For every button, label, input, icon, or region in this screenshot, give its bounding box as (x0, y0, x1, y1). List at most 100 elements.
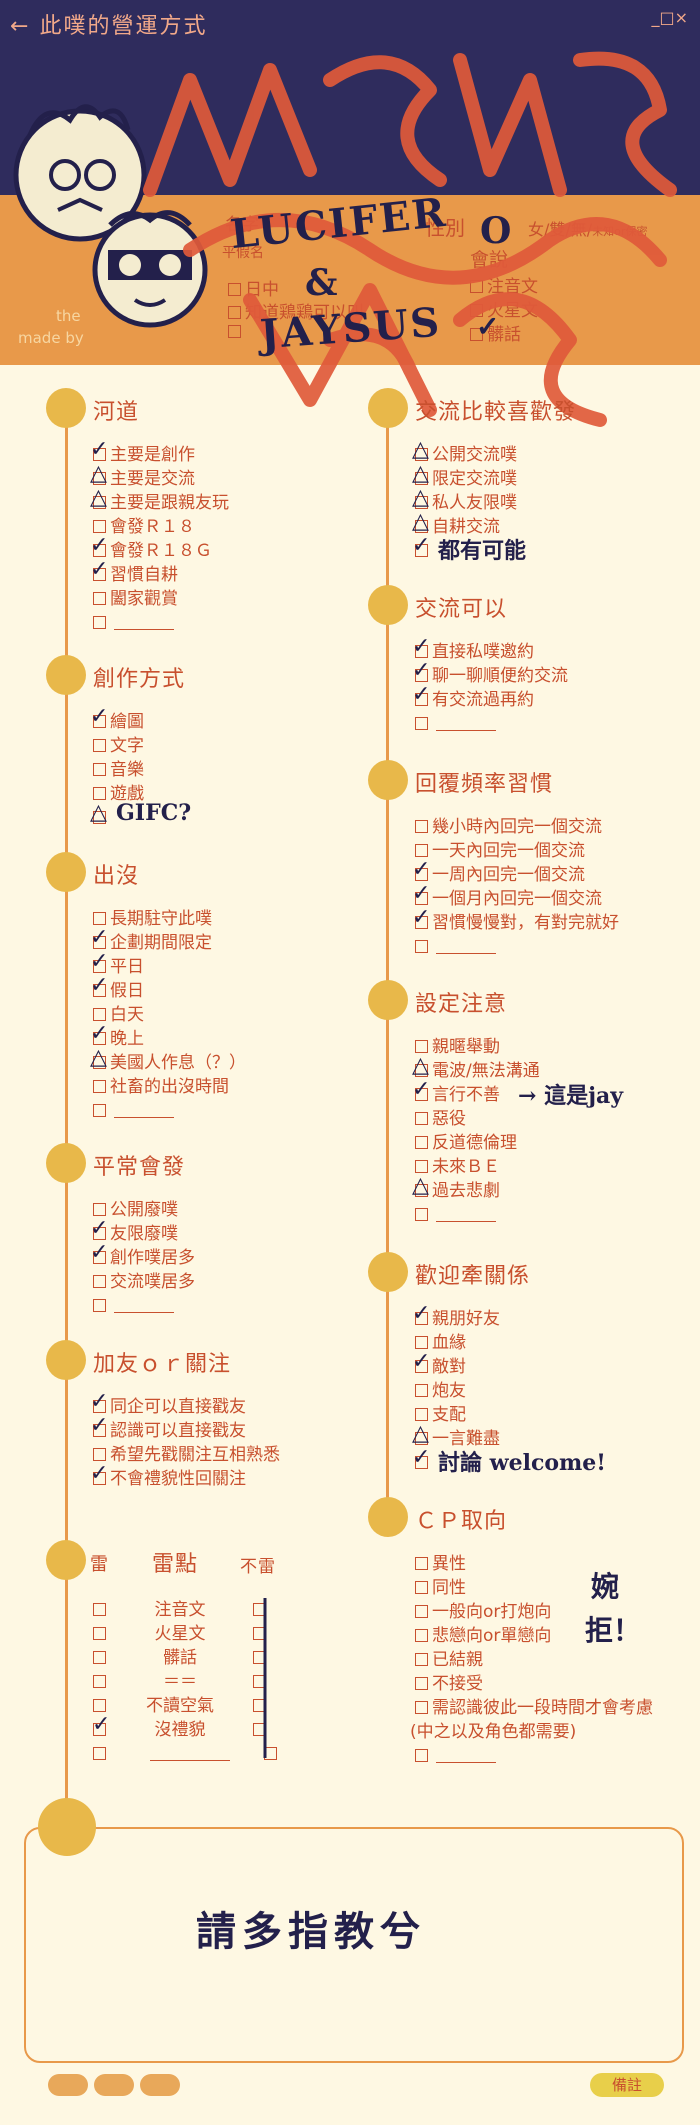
blank-checkbox-item[interactable] (93, 1099, 174, 1123)
blank-checkbox-item[interactable] (415, 935, 496, 959)
checkbox-icon[interactable] (93, 1104, 106, 1117)
thunder-checkbox[interactable] (93, 1598, 110, 1622)
right-checkbox-item[interactable]: 公開交流噗 (415, 443, 517, 467)
blank-line[interactable] (436, 730, 496, 731)
right-checkbox-item[interactable]: 私人友限噗 (415, 491, 517, 515)
left-checkbox-item[interactable]: 長期駐守此噗 (93, 907, 212, 931)
checkbox-icon[interactable] (415, 1749, 428, 1762)
checkbox-icon[interactable] (415, 1629, 428, 1642)
checkbox-icon[interactable] (93, 739, 106, 752)
left-checkbox-item[interactable]: 社畜的出沒時間 (93, 1075, 229, 1099)
checkbox-icon[interactable] (415, 868, 428, 881)
left-checkbox-item[interactable]: 白天 (93, 1003, 144, 1027)
left-checkbox-item[interactable]: 闔家觀賞 (93, 587, 178, 611)
right-checkbox-item[interactable]: 一天內回完一個交流 (415, 839, 585, 863)
page-pill-3[interactable] (140, 2074, 180, 2096)
checkbox-icon[interactable] (415, 916, 428, 929)
checkbox-icon[interactable] (93, 616, 106, 629)
checkbox-icon[interactable] (415, 844, 428, 857)
right-checkbox-item[interactable]: 一周內回完一個交流 (415, 863, 585, 887)
blank-checkbox-item[interactable] (93, 1294, 174, 1318)
checkbox-icon[interactable] (415, 1653, 428, 1666)
right-checkbox-item[interactable]: 自耕交流 (415, 515, 500, 539)
right-checkbox-item[interactable]: 限定交流噗 (415, 467, 517, 491)
other-checkbox-item[interactable] (415, 1451, 432, 1475)
checkbox-icon[interactable] (93, 1251, 106, 1264)
checkbox-icon[interactable] (415, 892, 428, 905)
blank-line[interactable] (114, 1312, 174, 1313)
checkbox-icon[interactable] (415, 1360, 428, 1373)
checkbox-icon[interactable] (415, 1088, 428, 1101)
checkbox-icon[interactable] (415, 1312, 428, 1325)
checkbox-icon[interactable] (415, 472, 428, 485)
other-checkbox-item[interactable] (93, 806, 110, 830)
checkbox-icon[interactable] (415, 520, 428, 533)
checkbox-icon[interactable] (415, 1160, 428, 1173)
checkbox-icon[interactable] (93, 1424, 106, 1437)
blank-checkbox-item[interactable] (415, 1744, 496, 1768)
right-checkbox-item[interactable]: 未來ＢＥ (415, 1155, 500, 1179)
checkbox-icon[interactable] (415, 693, 428, 706)
left-checkbox-item[interactable]: 主要是創作 (93, 443, 195, 467)
checkbox-icon[interactable] (415, 940, 428, 953)
thunder-checkbox[interactable] (93, 1670, 110, 1694)
checkbox-icon[interactable] (93, 544, 106, 557)
checkbox-icon[interactable] (93, 496, 106, 509)
checkbox-icon[interactable] (415, 448, 428, 461)
left-checkbox-item[interactable]: 主要是跟親友玩 (93, 491, 229, 515)
blank-line[interactable] (436, 953, 496, 954)
right-checkbox-item[interactable]: 不接受 (415, 1672, 483, 1696)
checkbox-icon[interactable] (93, 1448, 106, 1461)
right-checkbox-item[interactable]: 一個月內回完一個交流 (415, 887, 602, 911)
checkbox-icon[interactable] (415, 1408, 428, 1421)
checkbox-icon[interactable] (415, 1605, 428, 1618)
left-checkbox-item[interactable]: 平日 (93, 955, 144, 979)
thunder-blank-row[interactable] (93, 1742, 281, 1766)
checkbox-icon[interactable] (93, 1032, 106, 1045)
page-pill-1[interactable] (48, 2074, 88, 2096)
checkbox-icon[interactable] (93, 472, 106, 485)
checkbox-icon[interactable] (415, 1208, 428, 1221)
checkbox-icon[interactable] (93, 960, 106, 973)
right-checkbox-item[interactable]: 異性 (415, 1552, 466, 1576)
left-checkbox-item[interactable]: 企劃期間限定 (93, 931, 212, 955)
left-checkbox-item[interactable]: 繪圖 (93, 710, 144, 734)
thunder-checkbox[interactable] (93, 1622, 110, 1646)
note-button[interactable]: 備註 (590, 2073, 664, 2097)
checkbox-icon[interactable] (93, 763, 106, 776)
left-checkbox-item[interactable]: 會發Ｒ１８Ｇ (93, 539, 212, 563)
blank-line[interactable] (114, 629, 174, 630)
right-checkbox-item[interactable]: 已結親 (415, 1648, 483, 1672)
checkbox-icon[interactable] (415, 496, 428, 509)
checkbox-icon[interactable] (93, 1008, 106, 1021)
checkbox-icon[interactable] (93, 1472, 106, 1485)
checkbox-icon[interactable] (415, 669, 428, 682)
thunder-checkbox[interactable] (93, 1694, 110, 1718)
checkbox-icon[interactable] (415, 820, 428, 833)
checkbox-icon[interactable] (93, 1227, 106, 1240)
checkbox-icon[interactable] (93, 984, 106, 997)
right-checkbox-item[interactable]: 一般向or打炮向 (415, 1600, 551, 1624)
checkbox-icon[interactable] (93, 1275, 106, 1288)
right-checkbox-item[interactable]: 一言難盡 (415, 1427, 500, 1451)
left-checkbox-item[interactable]: 同企可以直接戳友 (93, 1395, 246, 1419)
checkbox-icon[interactable] (93, 1203, 106, 1216)
left-checkbox-item[interactable]: 會發Ｒ１８ (93, 515, 195, 539)
blank-line[interactable] (436, 1221, 496, 1222)
blank-line[interactable] (436, 1762, 496, 1763)
left-checkbox-item[interactable]: 美國人作息（？） (93, 1051, 246, 1075)
window-controls[interactable]: _□× (651, 8, 688, 27)
checkbox-icon[interactable] (415, 1184, 428, 1197)
left-checkbox-item[interactable]: 認識可以直接戳友 (93, 1419, 246, 1443)
checkbox-icon[interactable] (415, 1432, 428, 1445)
left-checkbox-item[interactable]: 主要是交流 (93, 467, 195, 491)
checkbox-icon[interactable] (415, 1581, 428, 1594)
checkbox-icon[interactable] (93, 787, 106, 800)
blank-checkbox-item[interactable] (415, 712, 496, 736)
checkbox-icon[interactable] (415, 1557, 428, 1570)
right-checkbox-item[interactable]: 過去悲劇 (415, 1179, 500, 1203)
right-checkbox-item[interactable]: 親朋好友 (415, 1307, 500, 1331)
checkbox-icon[interactable] (93, 811, 106, 824)
right-checkbox-item[interactable]: 同性 (415, 1576, 466, 1600)
right-checkbox-item[interactable]: 血緣 (415, 1331, 466, 1355)
